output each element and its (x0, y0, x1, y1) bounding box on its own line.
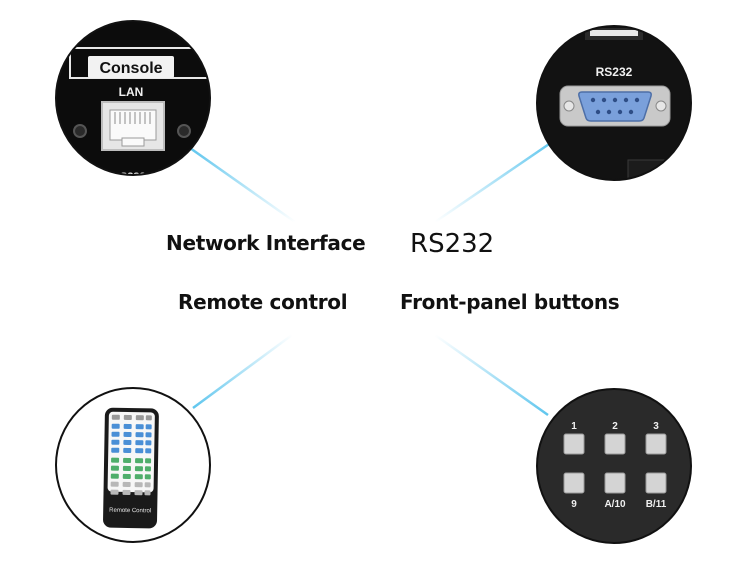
connector-lines (189, 138, 556, 417)
db9-screw-right (655, 100, 667, 112)
panel-button-a10 (604, 472, 626, 494)
remote-control-closeup: Remote Control (55, 387, 211, 543)
button-label-a10: A/10 (604, 499, 626, 510)
screw-right (177, 124, 191, 138)
rs232-label: RS232 (410, 229, 495, 259)
connector-line-network (189, 146, 296, 224)
connector-line-remote (192, 333, 293, 410)
panel-button-2 (604, 433, 626, 455)
button-labels-top: 1 2 3 (571, 421, 659, 432)
remote-brand-text: Remote Control (109, 508, 151, 515)
panel-buttons (563, 433, 667, 494)
button-label-b11: B/11 (646, 499, 667, 510)
remote-buttons (110, 414, 152, 496)
screw-left (73, 124, 87, 138)
rs232-partial-label: RS232 (112, 171, 146, 183)
panel-button-3 (645, 433, 667, 455)
connector-line-rs232 (434, 138, 556, 224)
connector-line-buttons (434, 333, 549, 417)
network-interface-closeup: Console LAN RS232 (55, 20, 211, 183)
front-panel-buttons-label: Front-panel buttons (400, 290, 620, 314)
db9-connector (578, 91, 652, 122)
panel-button-b11 (645, 472, 667, 494)
button-label-9: 9 (571, 499, 577, 510)
lan-label: LAN (119, 85, 144, 99)
rs232-port-closeup: RS232 (536, 25, 692, 181)
front-panel-buttons-closeup: 1 2 3 9 A/10 B/11 (536, 388, 692, 544)
console-label: Console (99, 60, 162, 77)
button-labels-bottom: 9 A/10 B/11 (571, 499, 667, 510)
panel-button-9 (563, 472, 585, 494)
db9-screw-left (563, 100, 575, 112)
button-label-2: 2 (612, 421, 618, 432)
console-label-box (88, 56, 174, 78)
network-interface-label: Network Interface (166, 231, 366, 255)
button-label-3: 3 (653, 421, 659, 432)
button-label-1: 1 (571, 421, 577, 432)
remote-control-label: Remote control (178, 290, 348, 314)
rs232-port-label: RS232 (596, 65, 633, 79)
panel-button-1 (563, 433, 585, 455)
